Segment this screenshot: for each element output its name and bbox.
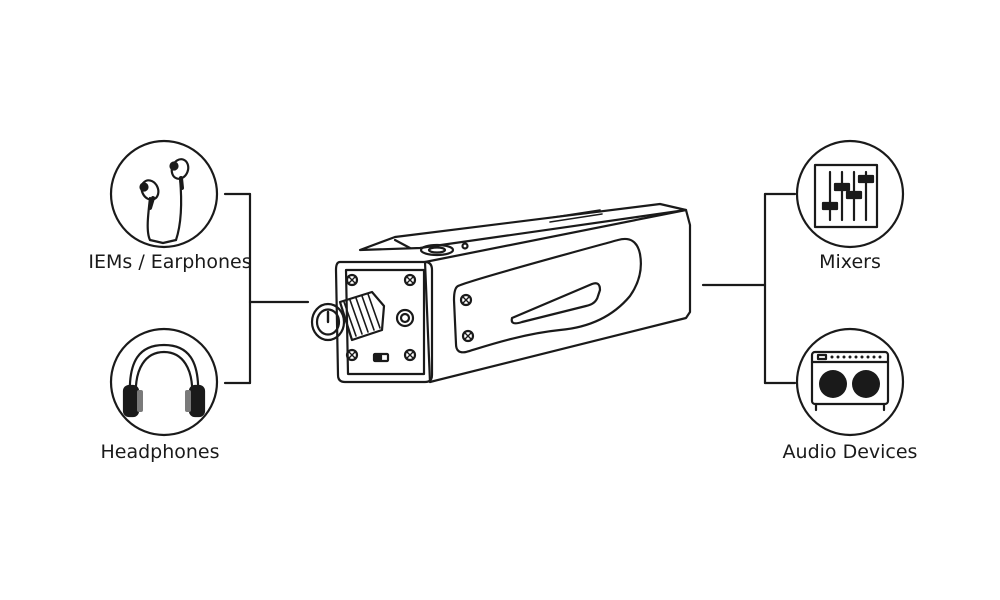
- label-headphones: Headphones: [100, 441, 220, 463]
- label-mixers: Mixers: [819, 251, 881, 273]
- right-connector: [701, 192, 797, 385]
- label-iems-earphones: IEMs / Earphones: [88, 251, 252, 273]
- headphones-icon: [109, 327, 219, 437]
- headphone-amplifier-device: [310, 202, 692, 384]
- mixer-faders-icon: [795, 139, 905, 249]
- speaker-cabinet-icon: [795, 327, 905, 437]
- label-audio-devices: Audio Devices: [782, 441, 918, 463]
- earphones-icon: [109, 139, 219, 249]
- left-connector: [223, 192, 310, 385]
